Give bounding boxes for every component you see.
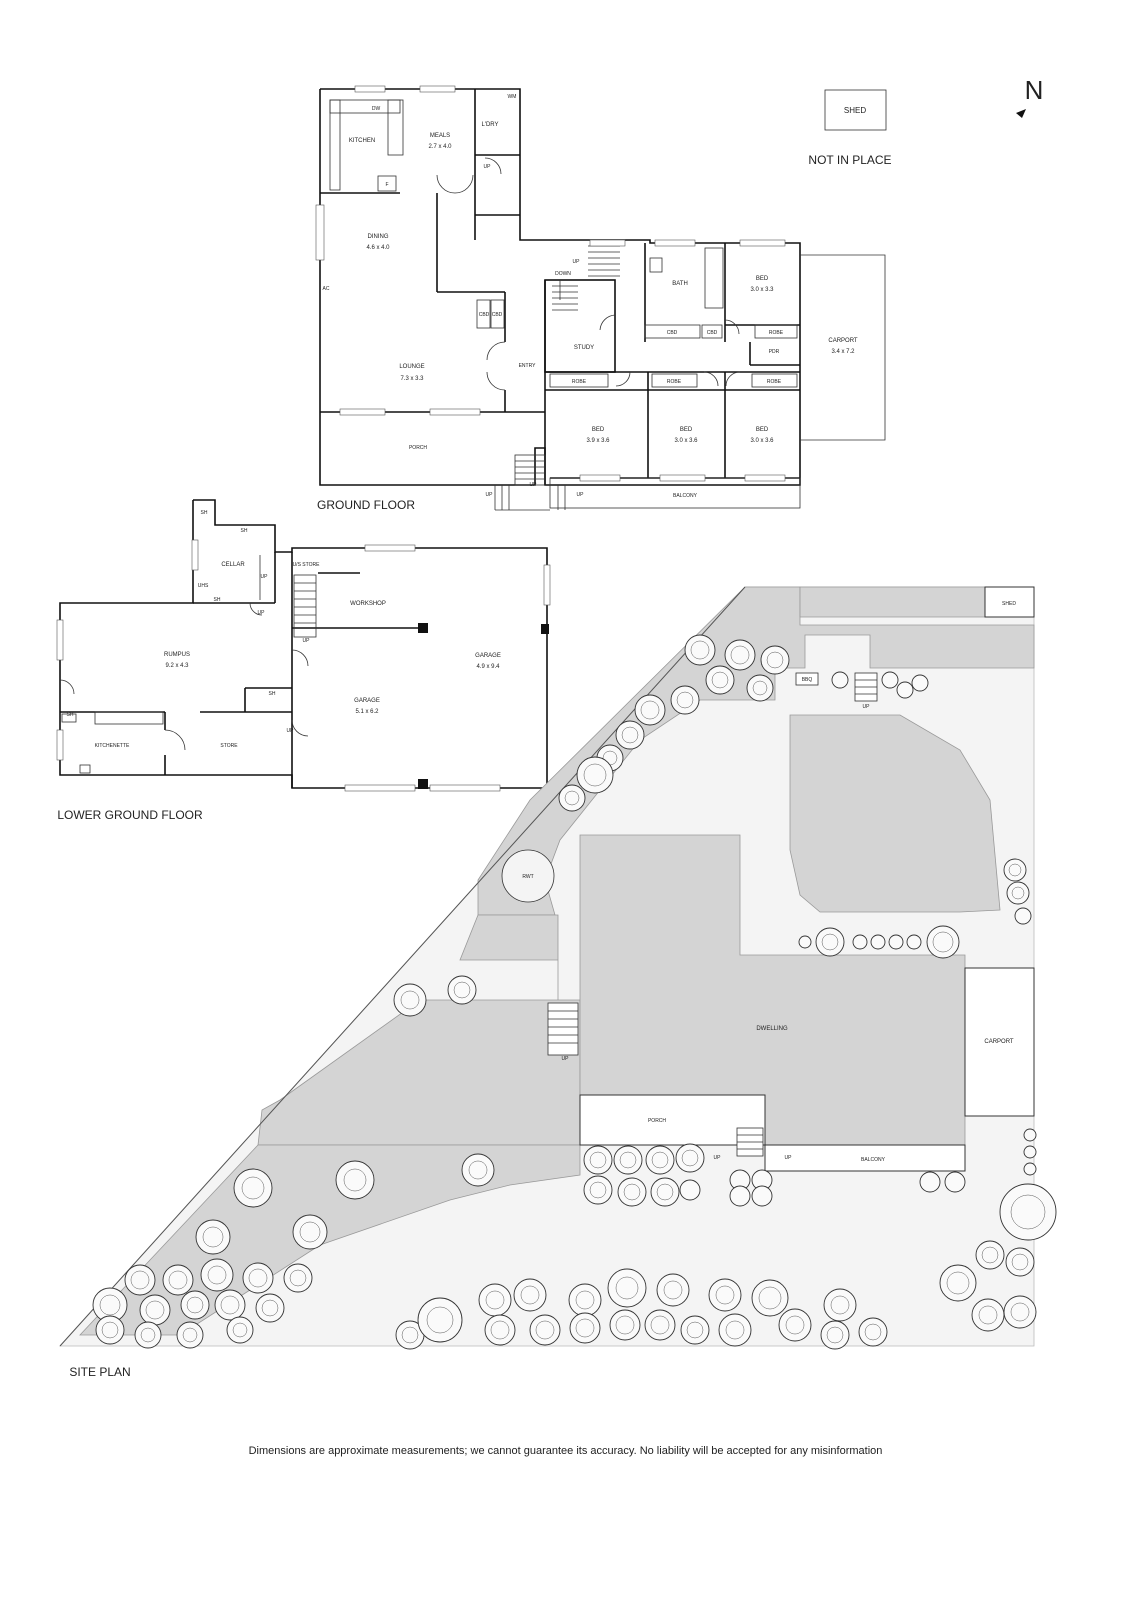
bed-3-label: BED — [680, 427, 693, 433]
garage-big-label: GARAGE — [475, 653, 501, 659]
balcony-label: BALCONY — [673, 493, 698, 499]
laundry-up-label: UP — [484, 164, 492, 170]
site-shed-label: SHED — [1002, 601, 1016, 607]
sh-label-5: SH — [269, 691, 276, 697]
sh-label-2: SH — [241, 528, 248, 534]
rumpus-label: RUMPUS — [164, 652, 190, 658]
rumpus-dim: 9.2 x 4.3 — [165, 663, 189, 669]
site-balcony-label: BALCONY — [861, 1157, 886, 1163]
bed-1-dim: 3.0 x 3.3 — [750, 287, 774, 293]
us-store-label: U/S STORE — [293, 562, 321, 568]
kitchenette-label: KITCHENETTE — [95, 743, 130, 749]
meals-dim: 2.7 x 4.0 — [428, 144, 452, 150]
sh-label-4: SH — [67, 712, 74, 718]
bed-3-dim: 3.0 x 3.6 — [674, 438, 698, 444]
front-up-label-1: UP — [486, 492, 494, 498]
ground-floor-title: GROUND FLOOR — [317, 498, 415, 512]
site-dwelling-label: DWELLING — [756, 1026, 788, 1032]
cbd-label-2: CBD — [492, 312, 503, 318]
site-plan: SHED BBQ RWT DWELLING CARPORT PORCH BALC… — [59, 586, 1057, 1379]
dw-label: DW — [372, 106, 381, 112]
site-rwt-label: RWT — [522, 874, 533, 880]
lounge-dim: 7.3 x 3.3 — [400, 376, 424, 382]
front-up-label-2: UP — [530, 482, 538, 488]
lounge-label: LOUNGE — [399, 364, 424, 370]
site-porch-label: PORCH — [648, 1118, 666, 1124]
kitchen-label: KITCHEN — [349, 138, 375, 144]
garage-up-label: UP — [287, 728, 295, 734]
cellar-label: CELLAR — [221, 562, 245, 568]
site-up-label-4: UP — [785, 1155, 793, 1161]
front-up-label-3: UP — [577, 492, 585, 498]
garage-small-label: GARAGE — [354, 698, 380, 704]
carport-dim: 3.4 x 7.2 — [831, 349, 855, 355]
bed-1-label: BED — [756, 276, 769, 282]
cbd-label-3: CBD — [667, 330, 678, 336]
lower-ground-floor-title: LOWER GROUND FLOOR — [57, 808, 203, 822]
shed-not-in-place: SHED NOT IN PLACE — [808, 89, 892, 167]
shed-note: NOT IN PLACE — [808, 153, 891, 167]
rumpus-up-label: UP — [258, 610, 266, 616]
wm-label: WM — [508, 94, 517, 100]
cbd-label-4: CBD — [707, 330, 718, 336]
site-up-label-1: UP — [562, 1056, 570, 1062]
store-label: STORE — [220, 743, 238, 749]
dining-dim: 4.6 x 4.0 — [366, 245, 390, 251]
ac-label: AC — [323, 286, 330, 292]
bed-4-label: BED — [756, 427, 769, 433]
bed-2-label: BED — [592, 427, 605, 433]
site-bbq-label: BBQ — [802, 677, 813, 683]
garage-small-dim: 5.1 x 6.2 — [355, 709, 379, 715]
disclaimer-text: Dimensions are approximate measurements;… — [248, 1445, 883, 1457]
cbd-label-1: CBD — [479, 312, 490, 318]
study-label: STUDY — [574, 345, 594, 351]
uhs-label: UHS — [198, 583, 209, 589]
site-carport-label: CARPORT — [984, 1039, 1014, 1045]
ground-floor-plan: KITCHEN DW F MEALS 2.7 x 4.0 L'DRY WM DI… — [315, 85, 886, 512]
stair-up-label: UP — [573, 259, 581, 265]
robe-label-3: ROBE — [667, 379, 682, 385]
site-up-label-3: UP — [714, 1155, 722, 1161]
entry-label: ENTRY — [519, 363, 537, 369]
site-up-label-2: UP — [863, 704, 871, 710]
stair-down-label: DOWN — [555, 271, 571, 277]
workshop-label: WORKSHOP — [350, 601, 386, 607]
shed-label: SHED — [844, 106, 866, 115]
robe-label-2: ROBE — [572, 379, 587, 385]
meals-label: MEALS — [430, 133, 450, 139]
workshop-up-label: UP — [303, 638, 311, 644]
garage-big-dim: 4.9 x 9.4 — [476, 664, 500, 670]
porch-label: PORCH — [409, 445, 427, 451]
north-arrow: N — [1016, 75, 1043, 118]
lower-ground-floor-plan: SH SH SH SH SH CELLAR UHS U/S STORE WORK… — [56, 499, 551, 822]
cellar-up-label: UP — [261, 574, 269, 580]
robe-label-4: ROBE — [767, 379, 782, 385]
bed-2-dim: 3.9 x 3.6 — [586, 438, 610, 444]
dining-label: DINING — [368, 234, 389, 240]
site-plan-title: SITE PLAN — [69, 1365, 130, 1379]
fridge-label: F — [385, 182, 388, 188]
carport-label: CARPORT — [828, 338, 858, 344]
robe-label-1: ROBE — [769, 330, 784, 336]
pdr-label: PDR — [769, 349, 780, 355]
laundry-label: L'DRY — [481, 122, 498, 128]
north-label: N — [1025, 75, 1044, 105]
trees — [92, 634, 1057, 1350]
bed-4-dim: 3.0 x 3.6 — [750, 438, 774, 444]
sh-label-1: SH — [201, 510, 208, 516]
bath-label: BATH — [672, 281, 688, 287]
sh-label-3: SH — [214, 597, 221, 603]
